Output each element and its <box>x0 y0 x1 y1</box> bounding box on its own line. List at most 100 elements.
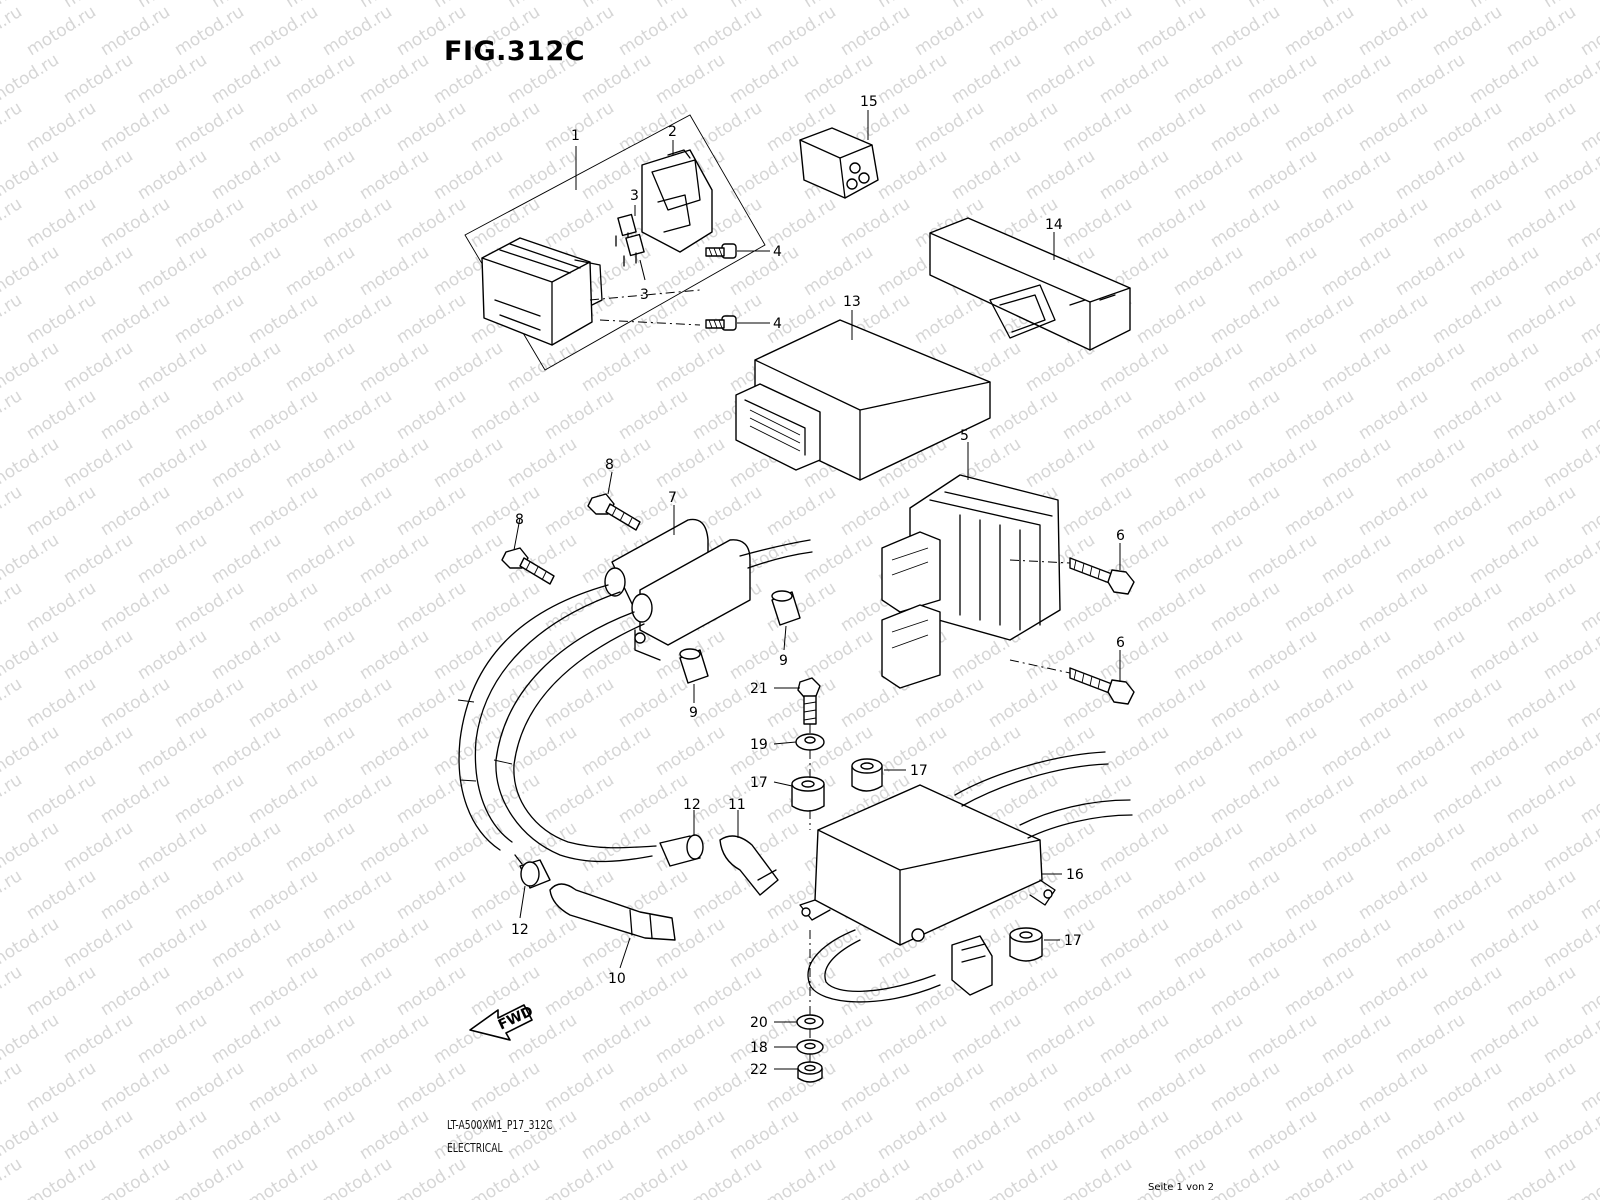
callout-6-upper[interactable]: 6 <box>1116 528 1125 544</box>
callout-13[interactable]: 13 <box>843 294 861 310</box>
part-14-ecu-holder[interactable] <box>929 217 1131 351</box>
watermark-text: motod.ru <box>1244 626 1321 684</box>
watermark-text: motod.ru <box>1355 866 1432 924</box>
callout-3-upper[interactable]: 3 <box>630 188 639 204</box>
callout-8-upper[interactable]: 8 <box>605 457 614 473</box>
part-11-plug-cap[interactable] <box>719 835 779 896</box>
watermark-text: motod.ru <box>1244 818 1321 876</box>
watermark-text: motod.ru <box>541 1154 618 1200</box>
watermark-text: motod.ru <box>0 1010 63 1068</box>
part-7-ignition-coil[interactable] <box>604 518 813 661</box>
callout-19[interactable]: 19 <box>750 737 768 753</box>
callout-20[interactable]: 20 <box>750 1015 768 1031</box>
watermark-text: motod.ru <box>1059 962 1136 1020</box>
watermark-text: motod.ru <box>393 962 470 1020</box>
watermark-text: motod.ru <box>60 434 137 492</box>
watermark-text: motod.ru <box>1318 146 1395 204</box>
callout-18[interactable]: 18 <box>750 1040 768 1056</box>
part-8-bolt-upper[interactable] <box>587 493 641 531</box>
part-3-fuse-lower[interactable] <box>623 233 645 267</box>
watermark-text: motod.ru <box>0 242 63 300</box>
watermark-text: motod.ru <box>60 146 137 204</box>
part-17-grommet-middle[interactable] <box>791 776 825 812</box>
part-4-screw-upper[interactable] <box>705 243 737 259</box>
watermark-text: motod.ru <box>1318 626 1395 684</box>
part-6-bolt-upper[interactable] <box>1069 557 1135 595</box>
watermark-text: motod.ru <box>874 50 951 108</box>
callout-1[interactable]: 1 <box>571 128 580 144</box>
callout-17-upper[interactable]: 17 <box>910 763 928 779</box>
watermark-text: motod.ru <box>541 674 618 732</box>
part-6-bolt-lower[interactable] <box>1069 667 1135 705</box>
watermark-text: motod.ru <box>171 386 248 444</box>
part-21-bolt[interactable] <box>797 677 821 725</box>
part-15-connector[interactable] <box>799 127 879 199</box>
part-18-washer[interactable] <box>796 1039 824 1055</box>
watermark-text: motod.ru <box>1577 674 1600 732</box>
watermark-text: motod.ru <box>911 98 988 156</box>
watermark-text: motod.ru <box>1503 482 1580 540</box>
callout-15[interactable]: 15 <box>860 94 878 110</box>
callout-14[interactable]: 14 <box>1045 217 1063 233</box>
part-10-plug-cap[interactable] <box>549 883 676 941</box>
watermark-text: motod.ru <box>134 818 211 876</box>
callout-7[interactable]: 7 <box>668 490 677 506</box>
part-20-washer[interactable] <box>796 1014 824 1030</box>
callout-5[interactable]: 5 <box>960 428 969 444</box>
callout-12-lower[interactable]: 12 <box>511 922 529 938</box>
part-9-sleeve-upper[interactable] <box>771 590 801 626</box>
part-12-cap-upper[interactable] <box>659 834 704 867</box>
watermark-text: motod.ru <box>1355 674 1432 732</box>
part-17-grommet-lower[interactable] <box>1009 927 1043 962</box>
watermark-text: motod.ru <box>985 674 1062 732</box>
watermark-text: motod.ru <box>282 626 359 684</box>
part-13-ecu[interactable] <box>735 319 991 481</box>
watermark-text: motod.ru <box>0 866 26 924</box>
callout-22[interactable]: 22 <box>750 1062 768 1078</box>
callout-2[interactable]: 2 <box>668 124 677 140</box>
part-2-fuse-box-cover[interactable] <box>641 149 713 253</box>
part-17-grommet-upper[interactable] <box>851 758 883 792</box>
callout-3-lower[interactable]: 3 <box>640 287 649 303</box>
model-code-label: LT-A500XM1_P17_312C <box>447 1118 553 1132</box>
callout-12-upper[interactable]: 12 <box>683 797 701 813</box>
callout-8-lower[interactable]: 8 <box>515 512 524 528</box>
part-19-washer[interactable] <box>795 733 825 751</box>
callout-4-upper[interactable]: 4 <box>773 244 782 260</box>
callout-21[interactable]: 21 <box>750 681 768 697</box>
callout-4-lower[interactable]: 4 <box>773 316 782 332</box>
watermark-text: motod.ru <box>1170 0 1247 12</box>
part-8-bolt-lower[interactable] <box>501 547 555 585</box>
part-1-relay-assembly[interactable] <box>464 114 766 371</box>
watermark-text: motod.ru <box>1503 2 1580 60</box>
watermark-text: motod.ru <box>1096 146 1173 204</box>
watermark-text: motod.ru <box>1207 1154 1284 1200</box>
watermark-text: motod.ru <box>1392 914 1469 972</box>
part-22-nut[interactable] <box>797 1061 823 1083</box>
watermark-text: motod.ru <box>171 962 248 1020</box>
watermark-text: motod.ru <box>0 50 63 108</box>
watermark-text: motod.ru <box>948 146 1025 204</box>
part-12-cap-lower[interactable] <box>514 854 551 889</box>
watermark-text: motod.ru <box>615 290 692 348</box>
part-9-sleeve-lower[interactable] <box>679 648 709 684</box>
watermark-text: motod.ru <box>208 914 285 972</box>
watermark-text: motod.ru <box>1170 626 1247 684</box>
watermark-text: motod.ru <box>467 386 544 444</box>
callout-16[interactable]: 16 <box>1066 867 1084 883</box>
callout-9-lower[interactable]: 9 <box>689 705 698 721</box>
watermark-text: motod.ru <box>1133 1058 1210 1116</box>
part-16-control-unit[interactable] <box>799 751 1133 1003</box>
callout-10[interactable]: 10 <box>608 971 626 987</box>
watermark-text: motod.ru <box>1392 146 1469 204</box>
watermark-text: motod.ru <box>1059 194 1136 252</box>
watermark-text: motod.ru <box>1170 530 1247 588</box>
callout-11[interactable]: 11 <box>728 797 746 813</box>
callout-9-upper[interactable]: 9 <box>779 653 788 669</box>
part-5-regulator-rectifier[interactable] <box>881 474 1061 689</box>
part-4-screw-lower[interactable] <box>705 315 737 331</box>
callout-6-lower[interactable]: 6 <box>1116 635 1125 651</box>
watermark-text: motod.ru <box>319 482 396 540</box>
callout-17-lower[interactable]: 17 <box>1064 933 1082 949</box>
callout-17-middle[interactable]: 17 <box>750 775 768 791</box>
